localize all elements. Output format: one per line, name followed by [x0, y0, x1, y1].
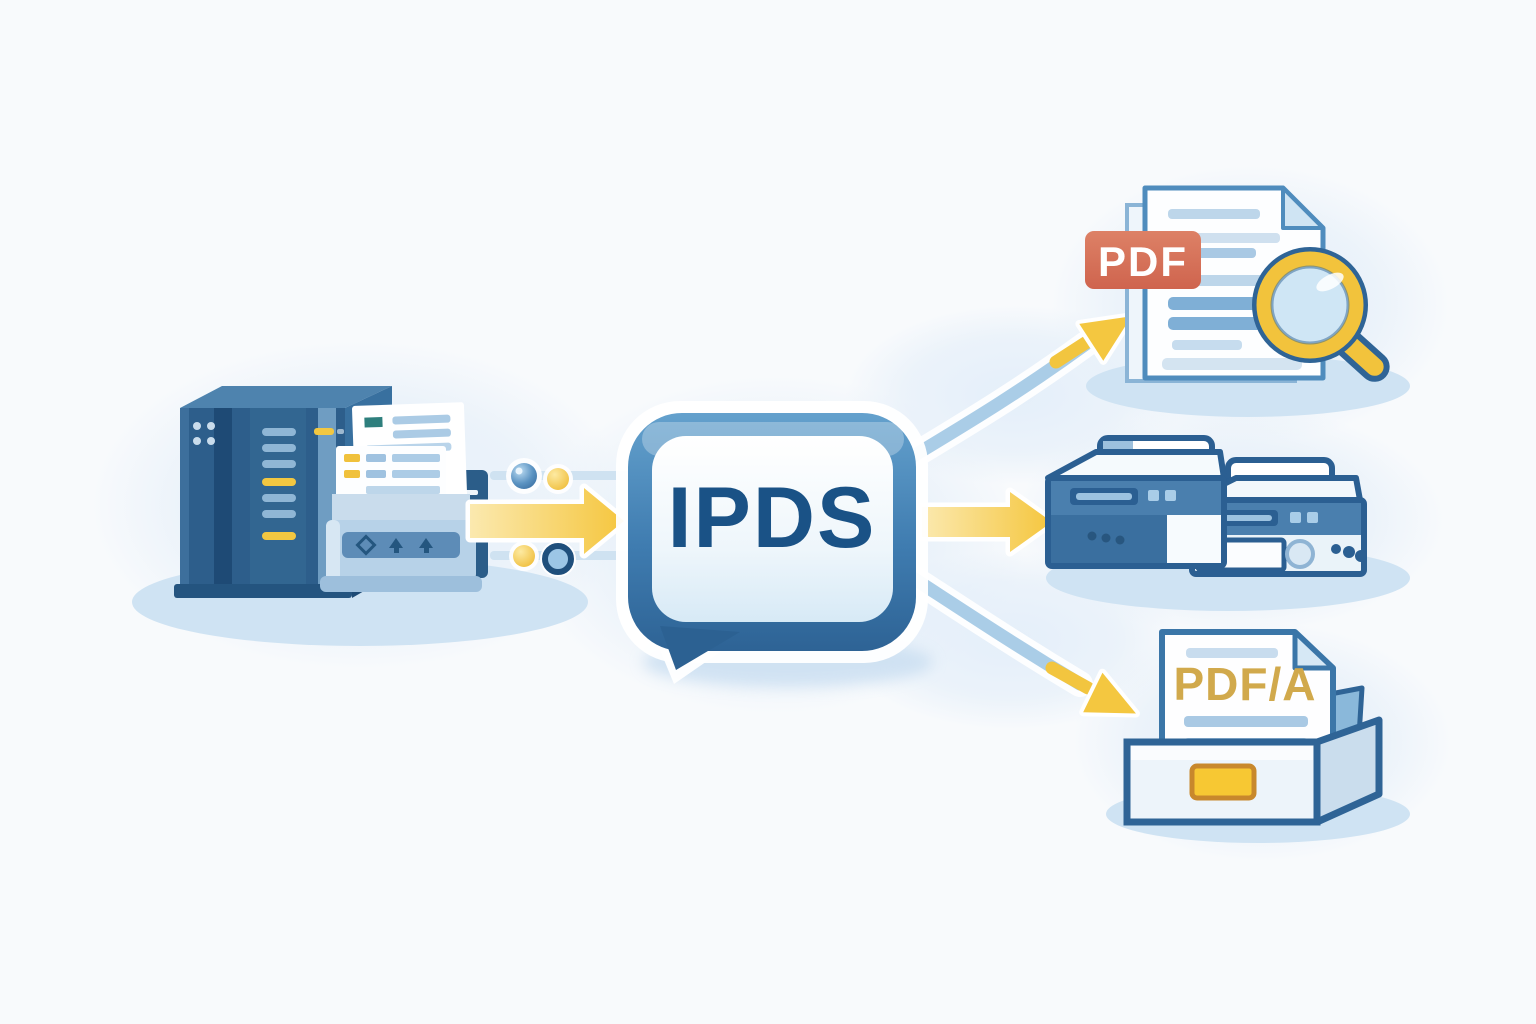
- flow-arrowhead-top: [1075, 312, 1136, 365]
- ipds-label: IPDS: [668, 470, 877, 566]
- bubble-tail: [660, 626, 740, 670]
- pdfa-document-icon: PDF/A: [1159, 629, 1336, 763]
- data-flow-right: [897, 312, 1140, 718]
- archive-label-plate: [1189, 763, 1257, 801]
- data-packet-blue: [511, 463, 537, 489]
- page-fold: [1281, 186, 1325, 230]
- data-packet-ring: [542, 543, 574, 575]
- data-flow-left: [465, 458, 640, 577]
- ipds-bubble: IPDS: [616, 401, 928, 684]
- flow-arrow-left: [465, 483, 629, 559]
- data-packet-yellow: [513, 545, 535, 567]
- printer-left-icon: [1045, 435, 1227, 569]
- data-packet-yellow: [547, 468, 569, 490]
- archive-output: PDF/A: [1123, 629, 1383, 826]
- control-glyphs: [389, 538, 433, 553]
- pdf-document-icon: PDF: [1085, 185, 1390, 383]
- bubble-face: [652, 436, 893, 622]
- print-spool-icon: [320, 402, 488, 592]
- flow-arrow-middle: [917, 487, 1057, 557]
- pdfa-label: PDF/A: [1174, 658, 1317, 710]
- pdf-badge-label: PDF: [1098, 238, 1188, 285]
- printer-right-icon: [1189, 457, 1367, 577]
- pdf-badge: PDF: [1085, 231, 1201, 289]
- archive-box-icon: [1123, 716, 1383, 826]
- magnifier-icon: [1252, 247, 1390, 382]
- flow-arrowhead-bottom: [1079, 668, 1140, 718]
